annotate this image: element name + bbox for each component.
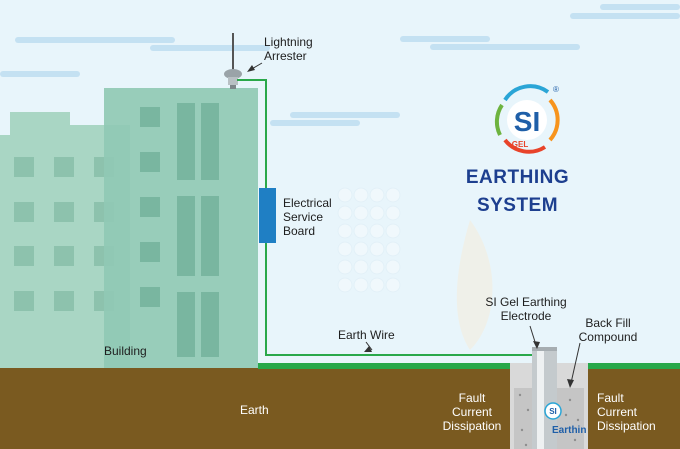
logo-brand: SI <box>514 106 540 137</box>
cloud <box>15 37 175 43</box>
earth-label: Earth <box>240 403 269 417</box>
cloud <box>270 120 360 126</box>
cloud <box>0 71 80 77</box>
fault-dissipation-left: Fault Current Dissipation <box>442 391 502 433</box>
cloud <box>150 45 270 51</box>
lightning-arrester-label: Lightning Arrester <box>264 35 313 63</box>
electrode-logo <box>544 402 562 420</box>
building-back-top <box>10 112 70 135</box>
cloud <box>400 36 490 42</box>
grass-strip <box>258 363 510 369</box>
service-board-label: Electrical Service Board <box>283 196 332 238</box>
logo-registered: ® <box>553 85 559 94</box>
electrical-service-board <box>259 188 276 243</box>
fault-dissipation-right: Fault Current Dissipation <box>597 391 656 433</box>
backfill-label: Back Fill Compound <box>578 316 638 344</box>
backfill-texture <box>518 393 580 447</box>
grass-strip-right <box>588 363 680 369</box>
earth-wire-label: Earth Wire <box>338 328 395 342</box>
backfill-pointer <box>570 342 581 384</box>
building-label: Building <box>104 344 147 358</box>
logo-sub: GEL <box>512 140 529 149</box>
cloud <box>600 4 680 10</box>
electrode-label: SI Gel Earthing Electrode <box>485 295 567 323</box>
cloud <box>290 112 400 118</box>
si-gel-electrode <box>532 347 557 449</box>
diagram-title: EARTHING SYSTEM <box>465 167 570 216</box>
electrode-text: Earthin <box>552 425 586 436</box>
svg-text:SI: SI <box>549 407 557 416</box>
cloud <box>570 13 680 19</box>
building-front-windows <box>140 103 219 357</box>
watermark <box>337 187 493 350</box>
lightning-arrester <box>224 33 242 89</box>
earth-ground-right <box>588 368 680 449</box>
earth-ground <box>0 368 510 449</box>
cloud <box>430 44 580 50</box>
clouds <box>0 4 680 126</box>
si-gel-logo: SI GEL ® <box>494 84 560 154</box>
